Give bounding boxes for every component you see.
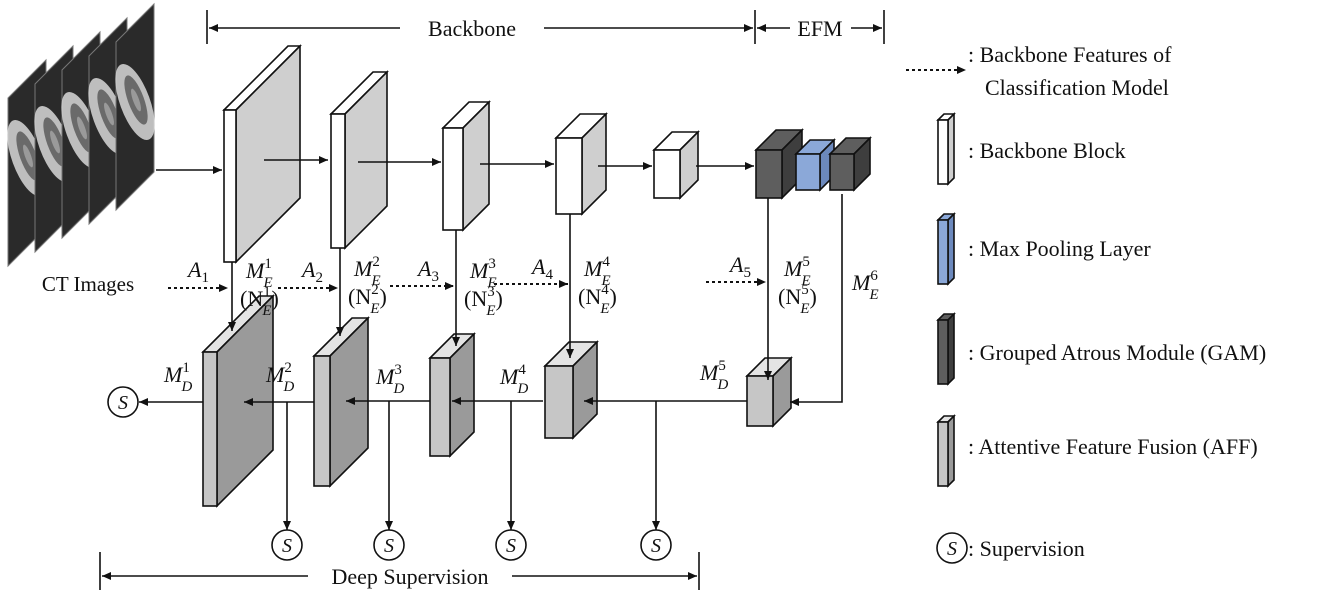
efm-title: EFM bbox=[797, 16, 842, 41]
legend-backbone-features: : Backbone Features of bbox=[968, 42, 1172, 67]
aff-block-5 bbox=[745, 356, 793, 428]
backbone-block-2 bbox=[329, 70, 389, 250]
legend-aff: : Attentive Feature Fusion (AFF) bbox=[968, 434, 1258, 459]
deep-supervision-title: Deep Supervision bbox=[331, 564, 488, 589]
deep-supervision-bracket bbox=[99, 552, 700, 590]
aff-block-3 bbox=[428, 332, 476, 458]
aff-block-2 bbox=[312, 316, 370, 488]
legend-gam: : Grouped Atrous Module (GAM) bbox=[968, 340, 1266, 365]
backbone-block-1 bbox=[222, 44, 302, 264]
backbone-block-5 bbox=[652, 130, 700, 200]
ct-image-stack bbox=[7, 2, 155, 268]
supervision-icon-d4: S bbox=[495, 529, 527, 561]
svg-text:S: S bbox=[947, 538, 957, 560]
svg-text:S: S bbox=[118, 392, 128, 414]
svg-text:A1: A1 bbox=[186, 257, 209, 286]
supervision-icon-d5: S bbox=[640, 529, 672, 561]
connections bbox=[139, 156, 843, 530]
legend-maxpool-icon bbox=[936, 212, 956, 286]
svg-text:A4: A4 bbox=[530, 254, 553, 283]
backbone-block-4 bbox=[554, 112, 608, 216]
svg-text:A2: A2 bbox=[300, 257, 323, 286]
legend-backbone-features-2: Classification Model bbox=[985, 75, 1169, 100]
maxpool-block bbox=[794, 138, 836, 192]
ct-images-label: CT Images bbox=[42, 272, 134, 296]
supervision-icon-d2: S bbox=[271, 529, 303, 561]
legend-backbone-block: : Backbone Block bbox=[968, 138, 1126, 163]
supervision-icon-d1: S bbox=[107, 386, 139, 418]
classification-feature-arrows bbox=[168, 278, 766, 292]
legend-supervision-icon: S bbox=[936, 532, 968, 564]
label-a5: A5 bbox=[728, 252, 751, 281]
label-a2: A2 bbox=[300, 257, 323, 286]
svg-text:A3: A3 bbox=[416, 256, 439, 285]
legend-supervision: : Supervision bbox=[968, 536, 1085, 561]
svg-text:S: S bbox=[384, 535, 394, 557]
legend-max-pooling: : Max Pooling Layer bbox=[968, 236, 1151, 261]
svg-text:S: S bbox=[282, 535, 292, 557]
label-a3: A3 bbox=[416, 256, 439, 285]
aff-block-4 bbox=[543, 340, 599, 440]
legend-backbone-block-icon bbox=[936, 112, 956, 186]
blocks-layer bbox=[201, 44, 872, 508]
legend: : Backbone Features of Classification Mo… bbox=[906, 42, 1266, 564]
supervision-icon-d3: S bbox=[373, 529, 405, 561]
gam-block-2 bbox=[828, 136, 872, 192]
backbone-bracket bbox=[206, 10, 885, 44]
label-a1: A1 bbox=[186, 257, 209, 286]
svg-text:S: S bbox=[506, 535, 516, 557]
aff-block-1 bbox=[201, 294, 275, 508]
gam-block-1 bbox=[754, 128, 804, 200]
backbone-block-3 bbox=[441, 100, 491, 232]
legend-gam-icon bbox=[936, 312, 956, 386]
svg-text:S: S bbox=[651, 535, 661, 557]
legend-aff-icon bbox=[936, 414, 956, 488]
ct-slice-5 bbox=[115, 2, 155, 212]
label-a4: A4 bbox=[530, 254, 553, 283]
svg-text:A5: A5 bbox=[728, 252, 751, 281]
backbone-title: Backbone bbox=[428, 16, 516, 41]
